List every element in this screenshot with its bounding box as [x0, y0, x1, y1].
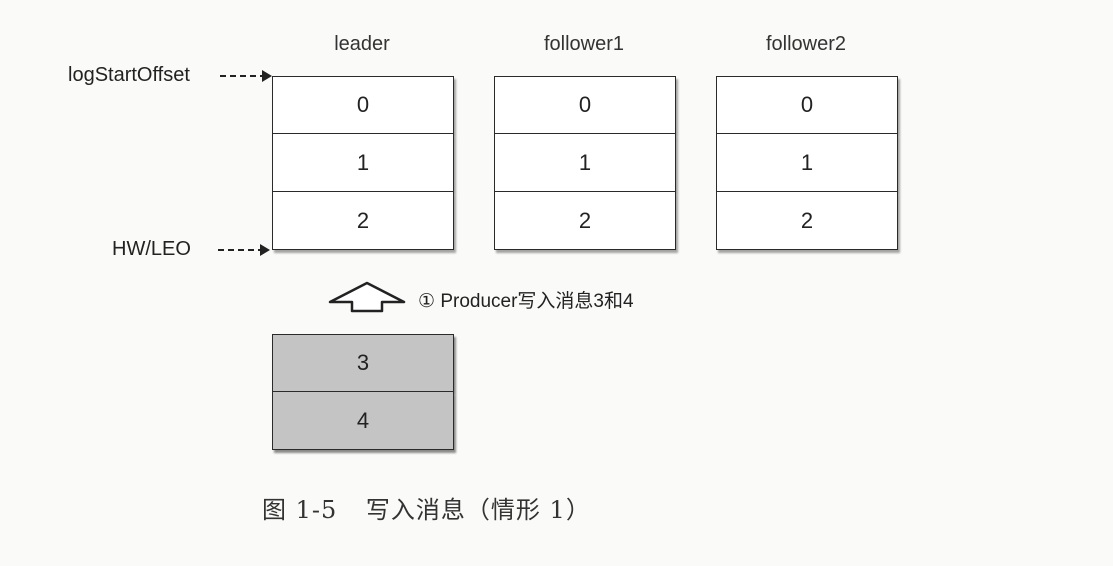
follower1-log: 0 1 2 [494, 76, 676, 250]
follower1-offset-1: 1 [494, 134, 676, 192]
pending-messages: 3 4 [272, 334, 454, 450]
follower2-offset-0: 0 [716, 76, 898, 134]
figure-number: 图 1-5 [262, 496, 338, 524]
log-start-offset-arrow [220, 70, 272, 82]
follower2-offset-1: 1 [716, 134, 898, 192]
follower2-label: follower2 [765, 33, 847, 55]
follower1-offset-0: 0 [494, 76, 676, 134]
follower2-log: 0 1 2 [716, 76, 898, 250]
up-arrow-icon [328, 281, 406, 313]
step-text: Producer写入消息3和4 [440, 291, 634, 312]
hw-leo-label: HW/LEO [112, 238, 191, 260]
pending-message-4: 4 [272, 392, 454, 450]
hw-leo-arrow [218, 244, 270, 256]
follower1-label: follower1 [543, 33, 625, 55]
step-annotation: ① Producer写入消息3和4 [418, 286, 634, 313]
leader-offset-0: 0 [272, 76, 454, 134]
pending-message-3: 3 [272, 334, 454, 392]
leader-log: 0 1 2 [272, 76, 454, 250]
follower2-offset-2: 2 [716, 192, 898, 250]
figure-caption: 图 1-5 写入消息（情形 1） [262, 490, 611, 525]
leader-offset-2: 2 [272, 192, 454, 250]
leader-label: leader [334, 33, 390, 55]
figure-title: 写入消息（情形 1） [365, 496, 591, 524]
leader-offset-1: 1 [272, 134, 454, 192]
follower1-offset-2: 2 [494, 192, 676, 250]
step-marker: ① [418, 291, 436, 312]
log-start-offset-label: logStartOffset [68, 64, 190, 86]
